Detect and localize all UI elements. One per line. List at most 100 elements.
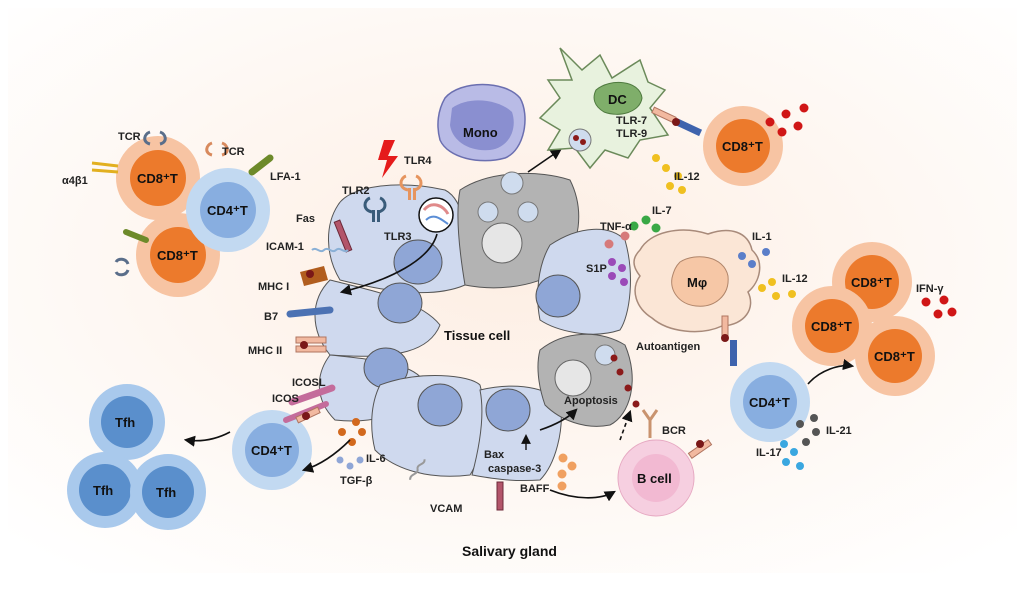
il12-dots-dc [652,154,686,194]
tlr3-label: TLR3 [384,231,412,243]
icos-synapse-icon [283,401,329,424]
il7-dots [629,215,661,233]
cell-label: Tfh [115,415,135,430]
tgfb-dots [336,456,364,470]
fas-label: Fas [296,213,315,225]
il12-mac-label: IL-12 [782,273,808,285]
cd8t-cell-right-c: CD8⁺T [855,316,935,396]
tcr-label: TCR [118,131,141,143]
tgfb-label: TGF-β [340,475,373,487]
fas-receptor-icon [333,219,353,253]
b7-label: B7 [264,311,278,323]
s1p-dots [608,258,628,286]
baff-label: BAFF [520,483,550,495]
lfa1-molecule-icon [123,229,149,243]
ifn-dots-topright [765,103,809,137]
a4b1-integrin-icon [91,161,119,174]
cd8t-cell-right-b: CD8⁺T [792,286,872,366]
autoantigen-dots [610,354,640,408]
cd4t-cell-right: CD4⁺T [730,362,810,442]
tnfa-label: TNF-α [600,221,632,233]
cd4-to-tfh-arrow [183,431,231,447]
tcr-label: TCR [222,146,245,158]
s1p-label: S1P [586,263,607,275]
cell-label: CD4⁺T [207,203,248,218]
bcr-receptor-icon [641,409,659,438]
autoantigen-arrow [619,409,633,441]
cell-label: CD8⁺T [874,349,915,364]
cd4-to-cd8-arrow [807,359,855,385]
tcr-receptor-icon [114,257,130,277]
figure-title: Salivary gland [462,543,557,559]
danger-signal-icon [378,140,398,178]
cell-label: CD8⁺T [811,319,852,334]
vcam-label: VCAM [430,503,462,515]
icam1-label: ICAM-1 [266,241,304,253]
tlr2-receptor-icon [363,196,387,222]
il7-label: IL-7 [652,205,672,217]
tlr4-receptor-icon [399,174,423,200]
tcr-receptor-icon [143,130,167,146]
apoptosis-label: Apoptosis [564,395,618,407]
monocyte-cell: Mono [437,83,526,162]
tissue-nucleus [377,282,423,324]
a4b1-label: α4β1 [62,175,88,187]
mhc-tcr-synapse-icon [721,315,737,366]
icos-label: ICOS [272,393,299,405]
il12-dots-mac [758,278,796,300]
il17-dots [780,440,804,470]
tlr9-label: TLR-9 [616,128,647,140]
cell-label: Mono [463,125,498,140]
cell-label: B cell [637,471,672,486]
tfh-cell-a: Tfh [89,384,165,460]
baff-dots [557,453,577,491]
tfh-cell-c: Tfh [130,454,206,530]
cell-label: CD8⁺T [851,275,892,290]
mhc2-label: MHC II [248,345,282,357]
tissue-nucleus [535,274,581,318]
cd4t-cell-bottomleft: CD4⁺T [232,410,312,490]
b-cell: B cell [617,439,695,517]
tlr7-label: TLR-7 [616,115,647,127]
icam1-molecule-icon [311,247,349,253]
apoptosis-arrow [539,408,578,431]
il1-label: IL-1 [752,231,772,243]
tlr4-label: TLR4 [404,155,432,167]
apoptotic-body [500,171,524,195]
cd4t-cell-topleft: CD4⁺T [186,168,270,252]
cell-label: CD8⁺T [137,171,178,186]
tissue-nucleus [393,239,443,285]
tlr3-signal-arrow [339,233,438,296]
apoptotic-nucleus [481,222,523,264]
tcr-receptor-icon [205,141,229,157]
vcam-molecule-icon [409,459,426,480]
il12-dc-label: IL-12 [674,171,700,183]
icosl-molecule-icon [288,384,336,406]
cell-label: CD8⁺T [722,139,763,154]
il21-dots [796,414,820,446]
bax-label: Bax [484,449,505,461]
cell-label: CD4⁺T [251,443,292,458]
mono-to-dc-arrow [527,148,562,173]
ifng-label: IFN-γ [916,283,944,295]
autoantigen-label: Autoantigen [636,341,700,353]
caspase3-label: caspase-3 [488,463,541,475]
cell-label: Tfh [93,483,113,498]
baff-to-bcell-arrow [549,489,616,502]
cd8t-cell-topleft-a: CD8⁺T [116,136,200,220]
lfa1-label: LFA-1 [270,171,301,183]
il6-dots [338,418,366,446]
mhc1-molecule-icon [300,266,328,286]
tissue-nucleus [417,383,463,427]
virus-icon [418,197,454,233]
tissue-nucleus [485,388,531,432]
cell-label: Tfh [156,485,176,500]
lfa1-molecule-icon [248,154,274,176]
apoptotic-body [594,344,616,366]
cell-label: CD8⁺T [157,248,198,263]
cell-label: Mφ [687,275,707,290]
tissue-cell-label: Tissue cell [444,328,510,343]
bcr-label: BCR [662,425,686,437]
mhc1-label: MHC I [258,281,289,293]
